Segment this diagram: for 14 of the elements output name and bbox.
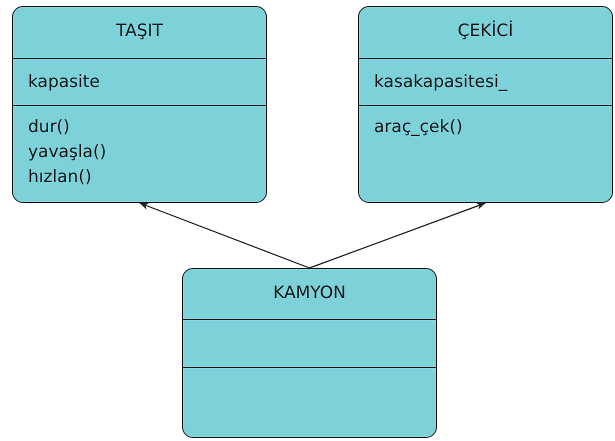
- method-text: araç_çek(): [374, 116, 463, 139]
- method-text: yavaşla(): [28, 141, 106, 164]
- class-box: [12, 6, 267, 203]
- method-text: dur(): [28, 116, 70, 139]
- arrow: [139, 202, 310, 269]
- method-text: hızlan(): [28, 166, 92, 189]
- attribute-text: kasakapasitesi_: [374, 71, 508, 94]
- class-name: ÇEKİCİ: [456, 20, 514, 43]
- class-name: KAMYON: [272, 282, 347, 305]
- class-box: [182, 268, 437, 438]
- arrow: [309, 202, 486, 269]
- class-box: [358, 6, 613, 203]
- class-name: TAŞIT: [115, 20, 164, 43]
- attribute-text: kapasite: [28, 71, 100, 94]
